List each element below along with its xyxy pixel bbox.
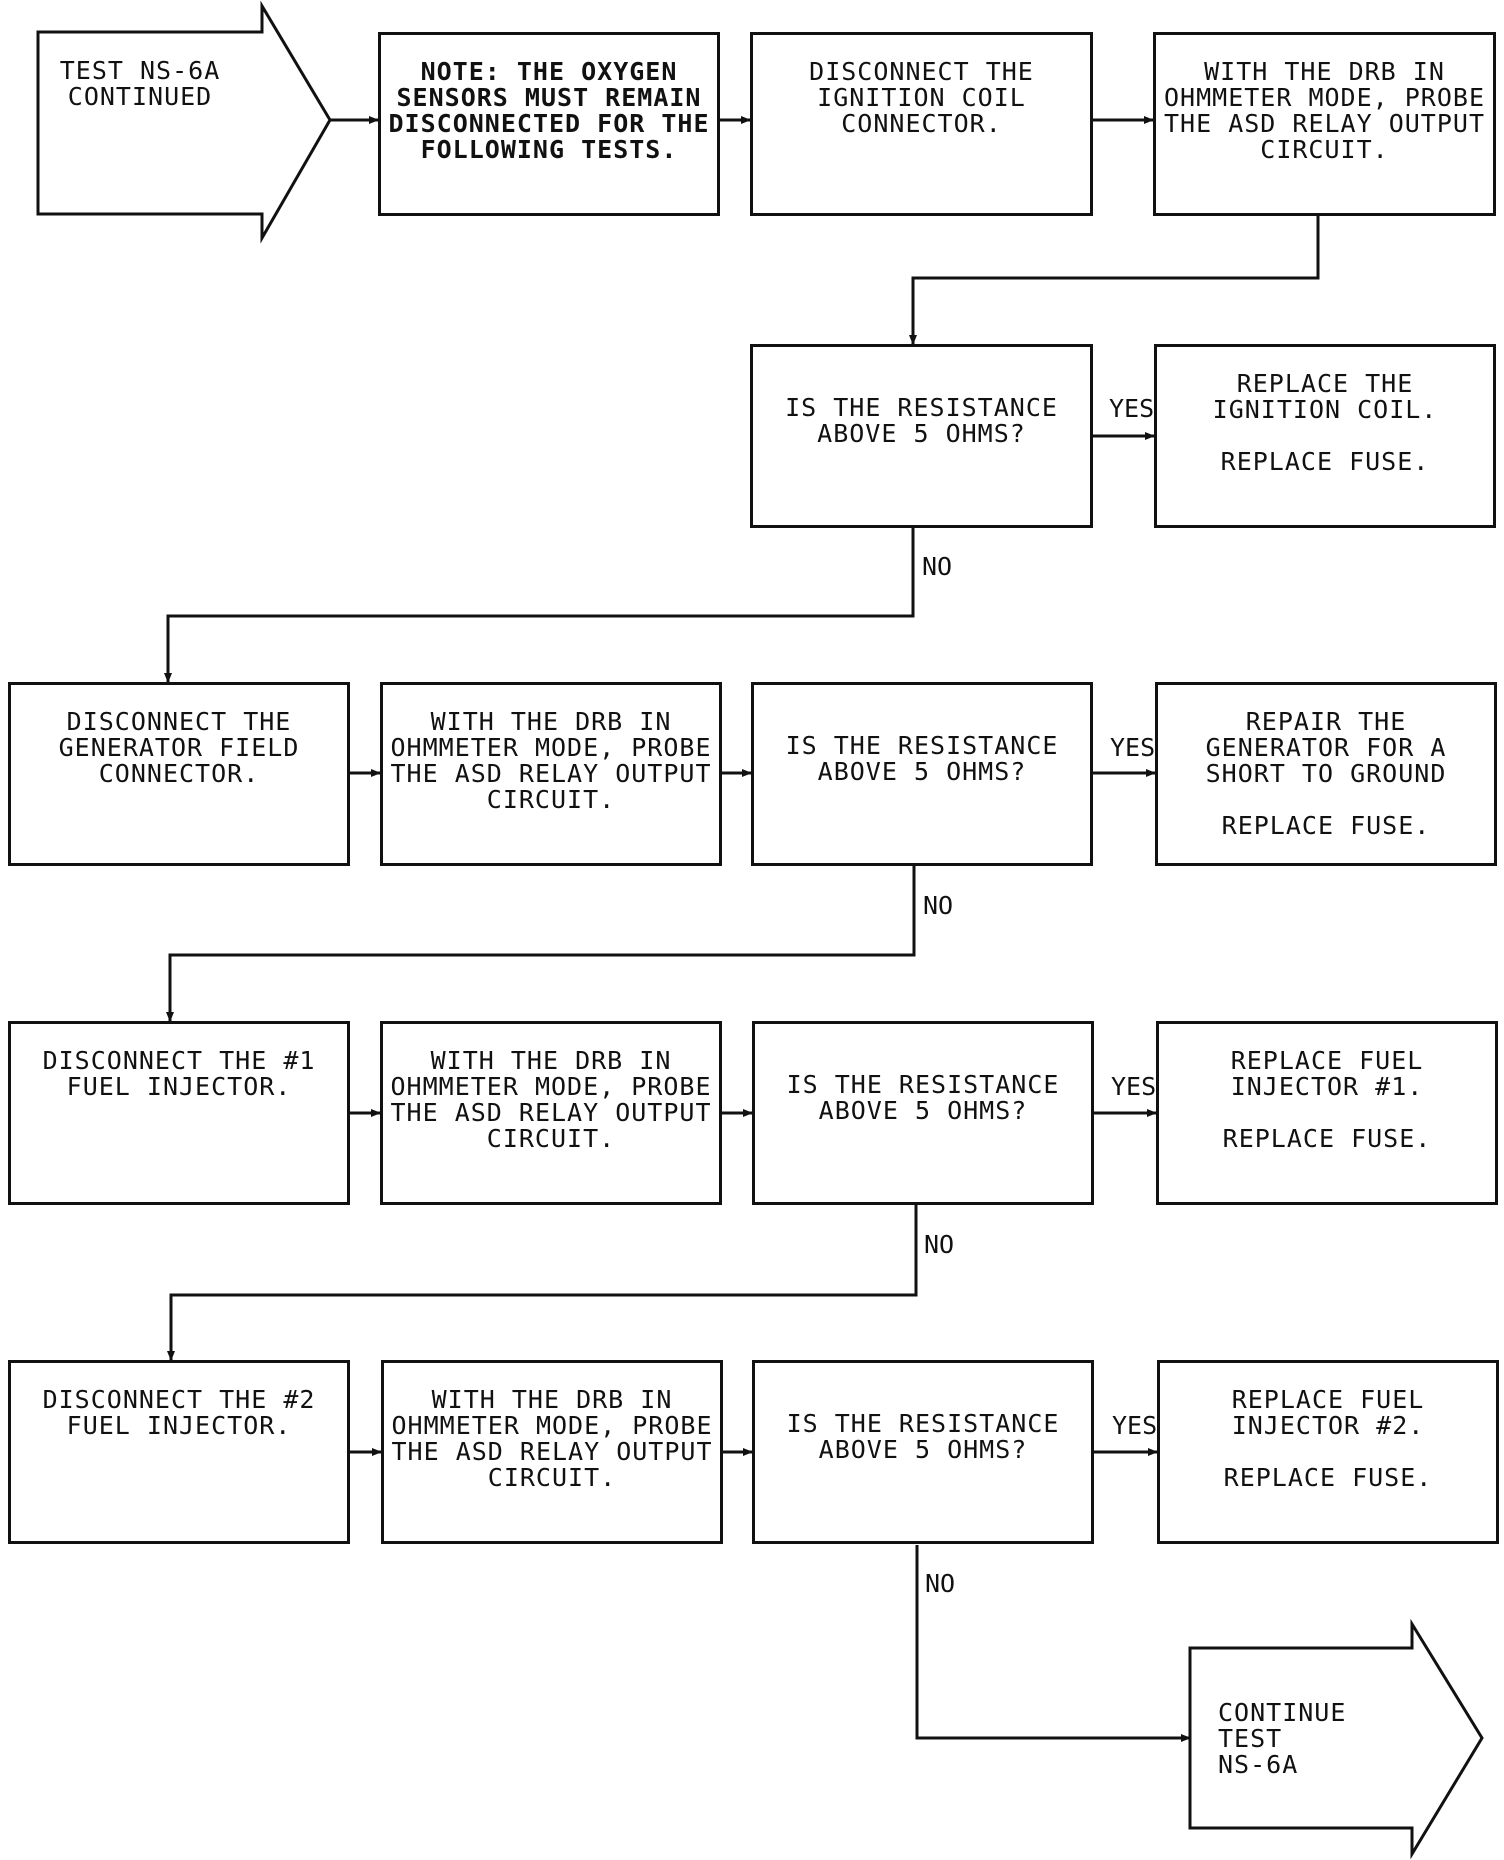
decision-text-1: IS THE RESISTANCE ABOVE 5 OHMS? bbox=[785, 393, 1058, 448]
start-arrow-shape bbox=[36, 0, 332, 244]
probe-asd-relay-box-3: WITH THE DRB IN OHMMETER MODE, PROBE THE… bbox=[380, 1021, 722, 1205]
disconnect-ignition-coil-text: DISCONNECT THE IGNITION COIL CONNECTOR. bbox=[809, 57, 1034, 138]
decision-text-2: IS THE RESISTANCE ABOVE 5 OHMS? bbox=[785, 731, 1059, 786]
decision-box-4: IS THE RESISTANCE ABOVE 5 OHMS? bbox=[752, 1360, 1094, 1544]
replace-fuse-text-4: REPLACE FUSE. bbox=[1223, 1463, 1433, 1492]
note-text: NOTE: THE OXYGEN SENSORS MUST REMAIN DIS… bbox=[388, 57, 710, 164]
replace-injector-1-text: REPLACE FUEL INJECTOR #1. bbox=[1230, 1046, 1424, 1101]
probe-asd-relay-box-1: WITH THE DRB IN OHMMETER MODE, PROBE THE… bbox=[1153, 32, 1496, 216]
replace-fuse-text-1: REPLACE FUSE. bbox=[1220, 447, 1430, 476]
replace-ignition-coil-text: REPLACE THE IGNITION COIL. bbox=[1212, 369, 1438, 424]
yes-label-4: YES bbox=[1112, 1411, 1158, 1440]
disconnect-injector-1-box: DISCONNECT THE #1 FUEL INJECTOR. bbox=[8, 1021, 350, 1205]
disconnect-generator-text: DISCONNECT THE GENERATOR FIELD CONNECTOR… bbox=[58, 707, 300, 788]
decision-box-3: IS THE RESISTANCE ABOVE 5 OHMS? bbox=[752, 1021, 1094, 1205]
replace-fuse-text-2: REPLACE FUSE. bbox=[1221, 811, 1431, 840]
replace-fuse-text-3: REPLACE FUSE. bbox=[1222, 1124, 1432, 1153]
yes-label-2: YES bbox=[1110, 733, 1156, 762]
disconnect-injector-2-box: DISCONNECT THE #2 FUEL INJECTOR. bbox=[8, 1360, 350, 1544]
decision-box-1: IS THE RESISTANCE ABOVE 5 OHMS? bbox=[750, 344, 1093, 528]
note-box: NOTE: THE OXYGEN SENSORS MUST REMAIN DIS… bbox=[378, 32, 720, 216]
probe-asd-relay-text-4: WITH THE DRB IN OHMMETER MODE, PROBE THE… bbox=[391, 1385, 713, 1492]
start-label: TEST NS-6A CONTINUED bbox=[59, 56, 221, 111]
replace-injector-2-text: REPLACE FUEL INJECTOR #2. bbox=[1231, 1385, 1425, 1440]
end-arrow-shape bbox=[1188, 1618, 1484, 1860]
probe-asd-relay-text-1: WITH THE DRB IN OHMMETER MODE, PROBE THE… bbox=[1163, 57, 1486, 164]
no-label-3: NO bbox=[924, 1230, 955, 1259]
no-label-4: NO bbox=[925, 1569, 956, 1598]
disconnect-injector-2-text: DISCONNECT THE #2 FUEL INJECTOR. bbox=[42, 1385, 316, 1440]
probe-asd-relay-text-3: WITH THE DRB IN OHMMETER MODE, PROBE THE… bbox=[390, 1046, 712, 1153]
repair-generator-text: REPAIR THE GENERATOR FOR A SHORT TO GROU… bbox=[1205, 707, 1447, 788]
repair-generator-box: REPAIR THE GENERATOR FOR A SHORT TO GROU… bbox=[1155, 682, 1497, 866]
probe-asd-relay-box-2: WITH THE DRB IN OHMMETER MODE, PROBE THE… bbox=[380, 682, 722, 866]
probe-asd-relay-text-2: WITH THE DRB IN OHMMETER MODE, PROBE THE… bbox=[390, 707, 712, 814]
replace-injector-2-box: REPLACE FUEL INJECTOR #2. REPLACE FUSE. bbox=[1157, 1360, 1499, 1544]
disconnect-generator-box: DISCONNECT THE GENERATOR FIELD CONNECTOR… bbox=[8, 682, 350, 866]
disconnect-injector-1-text: DISCONNECT THE #1 FUEL INJECTOR. bbox=[42, 1046, 316, 1101]
end-label: CONTINUE TEST NS-6A bbox=[1218, 1698, 1347, 1779]
yes-label-1: YES bbox=[1109, 394, 1155, 423]
yes-label-3: YES bbox=[1111, 1072, 1157, 1101]
replace-injector-1-box: REPLACE FUEL INJECTOR #1. REPLACE FUSE. bbox=[1156, 1021, 1498, 1205]
disconnect-ignition-coil-box: DISCONNECT THE IGNITION COIL CONNECTOR. bbox=[750, 32, 1093, 216]
decision-text-4: IS THE RESISTANCE ABOVE 5 OHMS? bbox=[786, 1409, 1060, 1464]
no-label-2: NO bbox=[923, 891, 954, 920]
no-label-1: NO bbox=[922, 552, 953, 581]
decision-box-2: IS THE RESISTANCE ABOVE 5 OHMS? bbox=[751, 682, 1093, 866]
decision-text-3: IS THE RESISTANCE ABOVE 5 OHMS? bbox=[786, 1070, 1060, 1125]
replace-ignition-coil-box: REPLACE THE IGNITION COIL. REPLACE FUSE. bbox=[1154, 344, 1496, 528]
probe-asd-relay-box-4: WITH THE DRB IN OHMMETER MODE, PROBE THE… bbox=[381, 1360, 723, 1544]
